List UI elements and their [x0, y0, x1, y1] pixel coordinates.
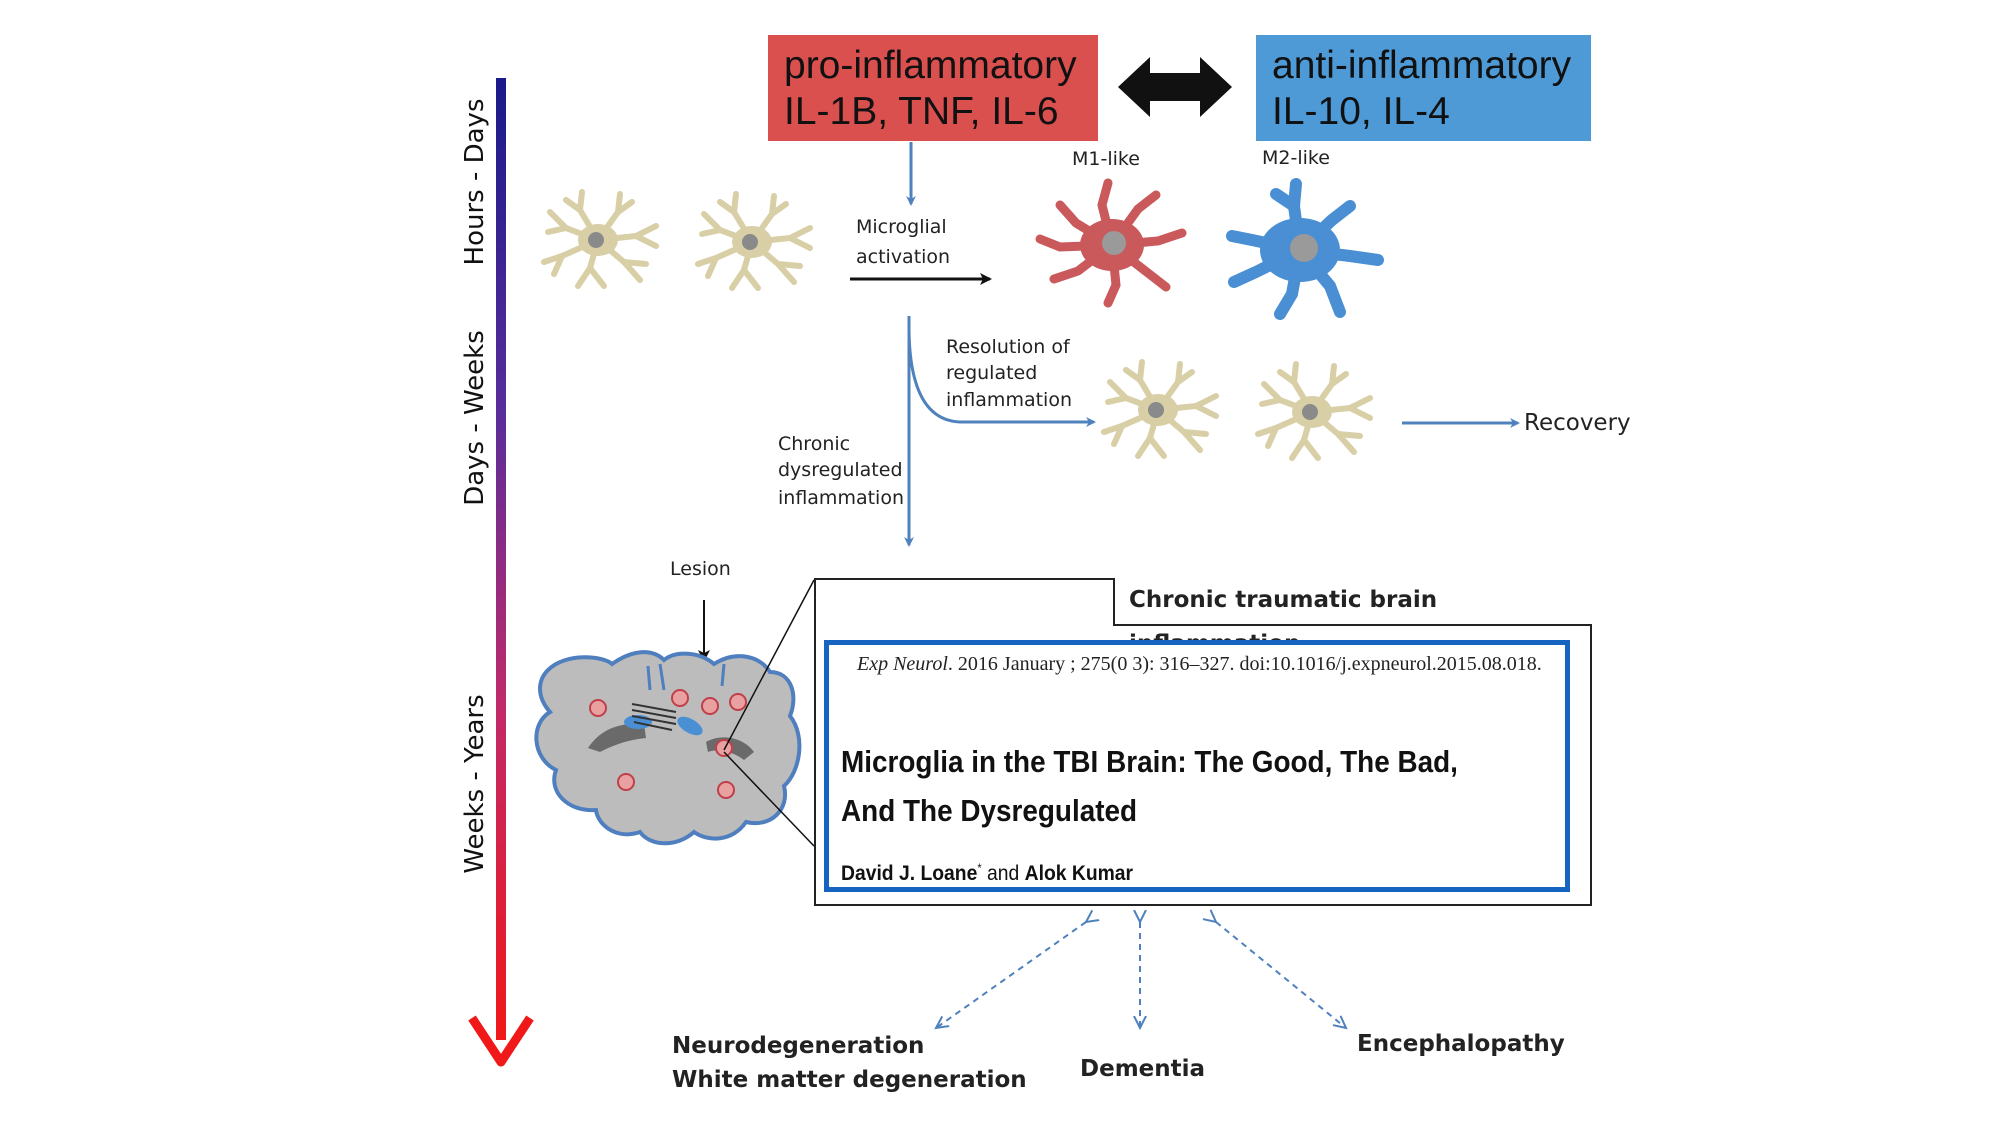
time-axis-label-hours-days: Hours - Days [460, 98, 490, 266]
resolution-label-line2: regulated [946, 362, 1038, 384]
outcome-encephalopathy: Encephalopathy [1357, 1031, 1565, 1057]
time-axis-label-weeks-years: Weeks - Years [460, 694, 490, 874]
zoom-line [723, 579, 815, 751]
anti-inflammatory-label: anti-inflammatory [1272, 44, 1572, 87]
anti-inflammatory-cytokines: IL-10, IL-4 [1272, 90, 1450, 133]
outcome-arrow-encephalopathy [1216, 922, 1346, 1028]
time-axis-bar [496, 78, 506, 1040]
double-arrow-icon [1118, 57, 1232, 117]
paper-citation: Exp Neurol. 2016 January ; 275(0 3): 316… [857, 653, 1542, 676]
chronic-label-line2: dysregulated [778, 459, 903, 481]
outcome-dementia: Dementia [1080, 1056, 1206, 1082]
activation-label-line1: Microglial [856, 216, 947, 238]
resting-microglia-icon [544, 192, 656, 286]
m1-label: M1-like [1072, 148, 1140, 170]
paper-title: Microglia in the TBI Brain: The Good, Th… [841, 744, 1458, 828]
paper-authors: David J. Loane* and Alok Kumar [841, 861, 1133, 886]
pro-inflammatory-label: pro-inflammatory [784, 44, 1077, 87]
paper-citation-box: Exp Neurol. 2016 January ; 275(0 3): 316… [824, 640, 1570, 892]
time-axis-label-days-weeks: Days - Weeks [460, 330, 490, 506]
chronic-label-line1: Chronic [778, 433, 851, 455]
paper-citation-text: . 2016 January ; 275(0 3): 316–327. doi:… [947, 653, 1542, 675]
chronic-label-line3: inflammation [778, 487, 904, 509]
m2-microglia-icon [1226, 178, 1384, 320]
pro-inflammatory-cytokines: IL-1B, TNF, IL-6 [784, 90, 1059, 133]
resolution-arrow [907, 329, 1096, 427]
paper-journal: Exp Neurol [857, 653, 948, 675]
authors-and: and [981, 862, 1025, 885]
brain-section-icon [534, 650, 802, 846]
recovery-label: Recovery [1524, 410, 1631, 436]
pro-inflammatory-box: pro-inflammatory IL-1B, TNF, IL-6 [768, 35, 1098, 141]
time-axis-arrowhead [468, 1015, 534, 1067]
panel-title: Chronic traumatic brain inflammation [1113, 578, 1592, 657]
activation-label-line2: activation [856, 246, 951, 268]
resolution-label-line1: Resolution of [946, 336, 1070, 358]
resting-microglia-icon [1258, 364, 1370, 458]
m2-label: M2-like [1262, 147, 1330, 169]
resting-microglia-icon [698, 194, 810, 288]
resolution-label-line3: inflammation [946, 389, 1072, 411]
zoom-line [723, 751, 815, 847]
anti-inflammatory-box: anti-inflammatory IL-10, IL-4 [1256, 35, 1591, 141]
author-1: David J. Loane [841, 862, 978, 885]
resting-microglia-icon [1104, 362, 1216, 456]
m1-microglia-icon [1035, 178, 1187, 308]
outcome-arrow-neuro [936, 922, 1086, 1028]
author-mark: * [977, 861, 982, 875]
outcome-white-matter: White matter degeneration [672, 1067, 1027, 1093]
author-2: Alok Kumar [1024, 862, 1134, 885]
lesion-label: Lesion [670, 558, 731, 580]
outcome-neurodegeneration: Neurodegeneration [672, 1033, 925, 1059]
